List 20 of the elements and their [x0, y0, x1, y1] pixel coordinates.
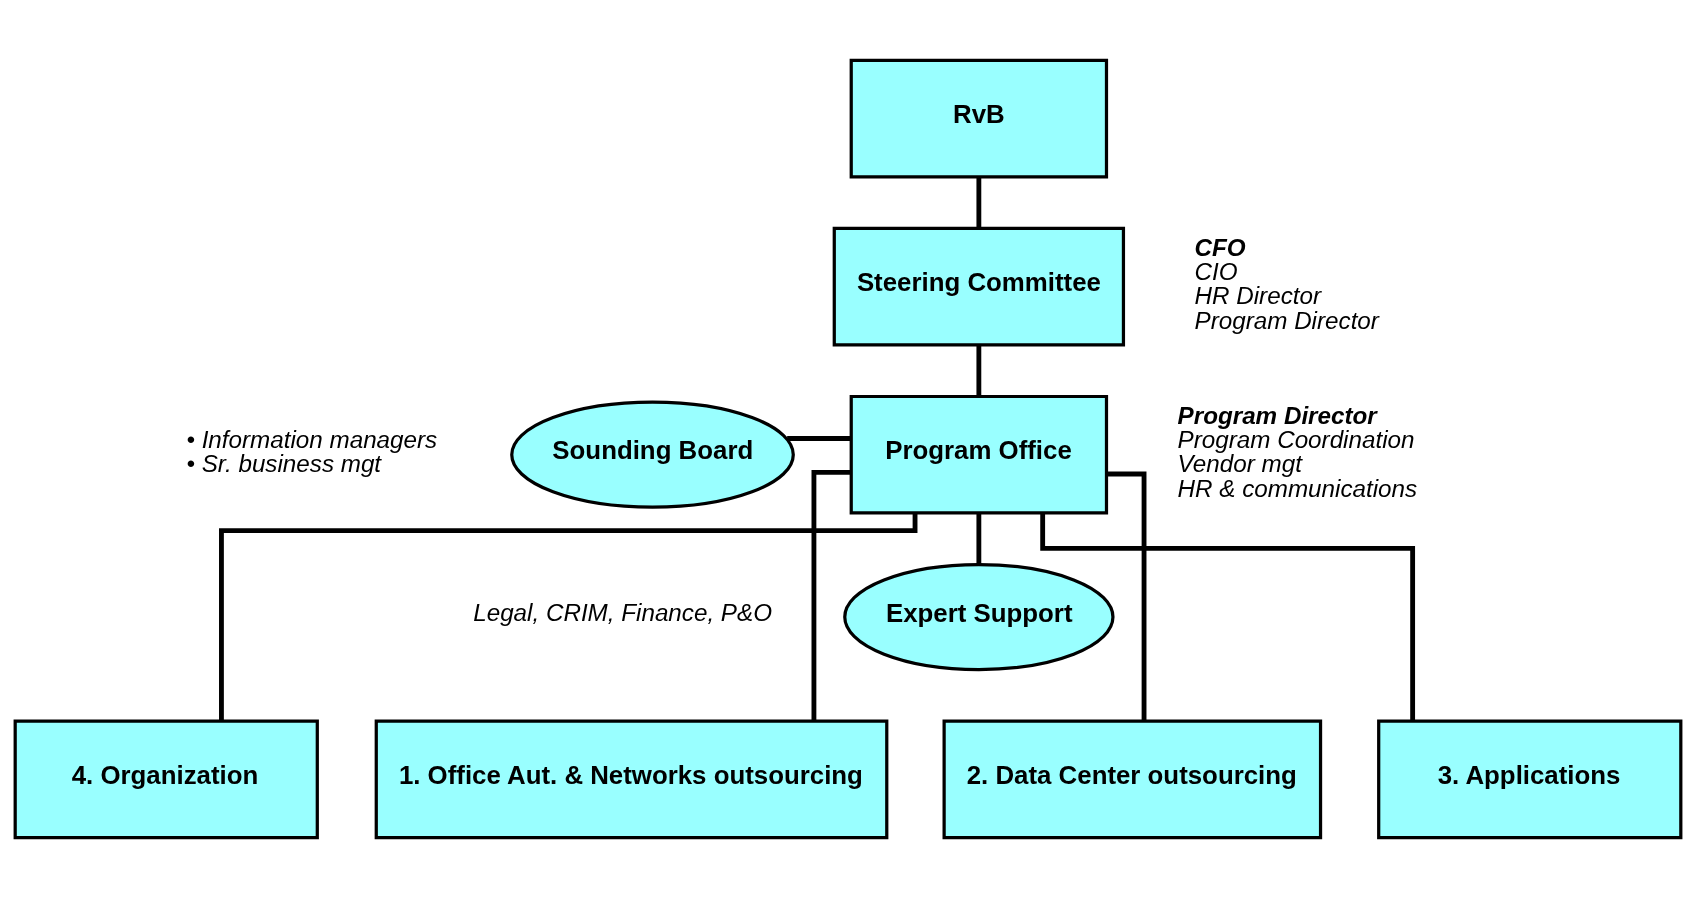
connector: [219, 513, 918, 722]
connector: [1106, 471, 1147, 721]
node-label: Program Director: [1177, 401, 1377, 429]
node-box: 1. Office Aut. & Networks outsourcing: [374, 719, 889, 840]
node-box: RvB: [849, 58, 1109, 179]
connector: [976, 176, 982, 229]
node-ellipse: Sounding Board: [510, 400, 795, 509]
node-box: 2. Data Center outsourcing: [942, 719, 1323, 840]
node-box: 3. Applications: [1377, 719, 1683, 840]
node-label: CFO: [1194, 233, 1246, 261]
connector: [811, 470, 851, 721]
connector: [787, 436, 851, 441]
node-box: Steering Committee: [832, 226, 1126, 347]
connector: [976, 513, 982, 565]
connector: [1040, 512, 1416, 722]
node-ellipse: Expert Support: [843, 562, 1115, 672]
node-box: 4. Organization: [13, 719, 319, 840]
node-label: Legal, CRIM, Finance, P&O: [473, 599, 773, 627]
connector: [976, 344, 982, 397]
node-box: Program Office: [849, 394, 1109, 515]
